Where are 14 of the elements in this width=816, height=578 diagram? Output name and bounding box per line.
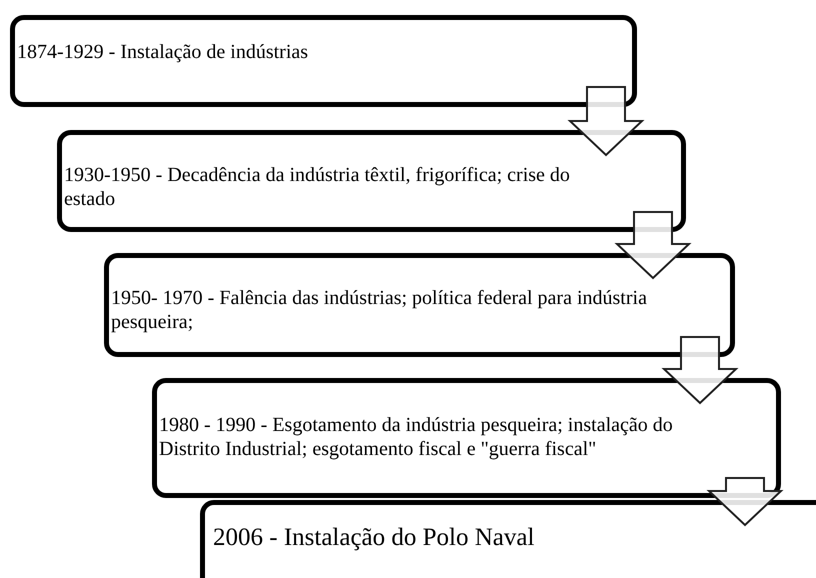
period-text: 2006 - Instalação do Polo Naval [213,523,536,553]
block-arrow [661,336,739,404]
period-text: 1930-1950 - Decadência da indústria têxtil, frigorífica; crise do estado [64,163,571,211]
period-text: 1950- 1970 - Falência das indústrias; política federal para indústria pesqueira; [111,286,648,334]
block-arrow [614,211,692,280]
block-arrow [706,477,784,526]
block-arrow [567,86,645,156]
period-text: 1980 - 1990 - Esgotamento da indústria pesqueira; instalação do Distrito Industrial; esgotamento fiscal e "guerra fiscal" [159,413,674,461]
timeline-box [104,253,735,357]
timeline-box [10,15,637,107]
timeline-box [200,500,816,578]
timeline-box [57,130,686,232]
timeline-box [152,378,781,498]
period-text: 1874-1929 - Instalação de indústrias [17,40,310,64]
